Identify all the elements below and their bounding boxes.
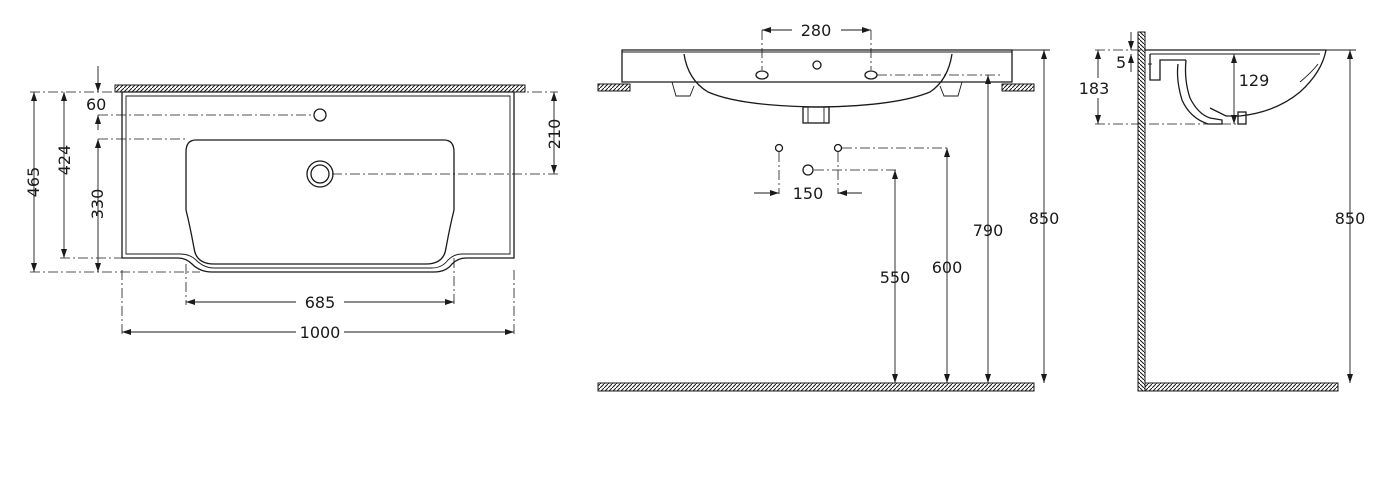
dim-129: 129 bbox=[1239, 71, 1270, 90]
front-view-bowl bbox=[683, 53, 953, 108]
top-view: 465 424 60 330 210 685 1000 bbox=[24, 66, 564, 342]
dim-280: 280 bbox=[801, 21, 832, 40]
front-view-floor bbox=[597, 382, 1035, 392]
dim-1000: 1000 bbox=[300, 323, 341, 342]
top-view-basin-outline bbox=[121, 91, 515, 273]
dim-685: 685 bbox=[305, 293, 336, 312]
side-view-basin bbox=[1145, 49, 1327, 117]
dim-183: 183 bbox=[1079, 79, 1110, 98]
top-view-tap-hole bbox=[313, 108, 327, 122]
front-view: 280 150 550 600 790 850 bbox=[597, 21, 1060, 392]
side-view-wall bbox=[1137, 31, 1146, 392]
dim-850-front: 850 bbox=[1029, 209, 1060, 228]
dim-465: 465 bbox=[24, 167, 43, 198]
dim-790: 790 bbox=[973, 221, 1004, 240]
top-view-basin-inner-outline bbox=[125, 95, 511, 269]
dim-330: 330 bbox=[88, 189, 107, 220]
dim-60: 60 bbox=[86, 95, 106, 114]
dim-600: 600 bbox=[932, 258, 963, 277]
dim-850-side: 850 bbox=[1335, 209, 1366, 228]
top-view-bowl bbox=[185, 139, 455, 265]
side-view-floor bbox=[1144, 382, 1339, 392]
top-view-drain-inner bbox=[310, 164, 330, 184]
dim-150: 150 bbox=[793, 184, 824, 203]
top-view-wall bbox=[114, 84, 526, 93]
front-view-basin bbox=[621, 49, 1013, 83]
dim-5: 5 bbox=[1116, 53, 1126, 72]
front-view-wall-right bbox=[1001, 83, 1035, 92]
side-view: 5 183 129 850 bbox=[1076, 31, 1366, 392]
dim-550: 550 bbox=[880, 268, 911, 287]
dim-424: 424 bbox=[55, 145, 74, 176]
dim-210: 210 bbox=[545, 119, 564, 150]
front-view-wall-left bbox=[597, 83, 631, 92]
